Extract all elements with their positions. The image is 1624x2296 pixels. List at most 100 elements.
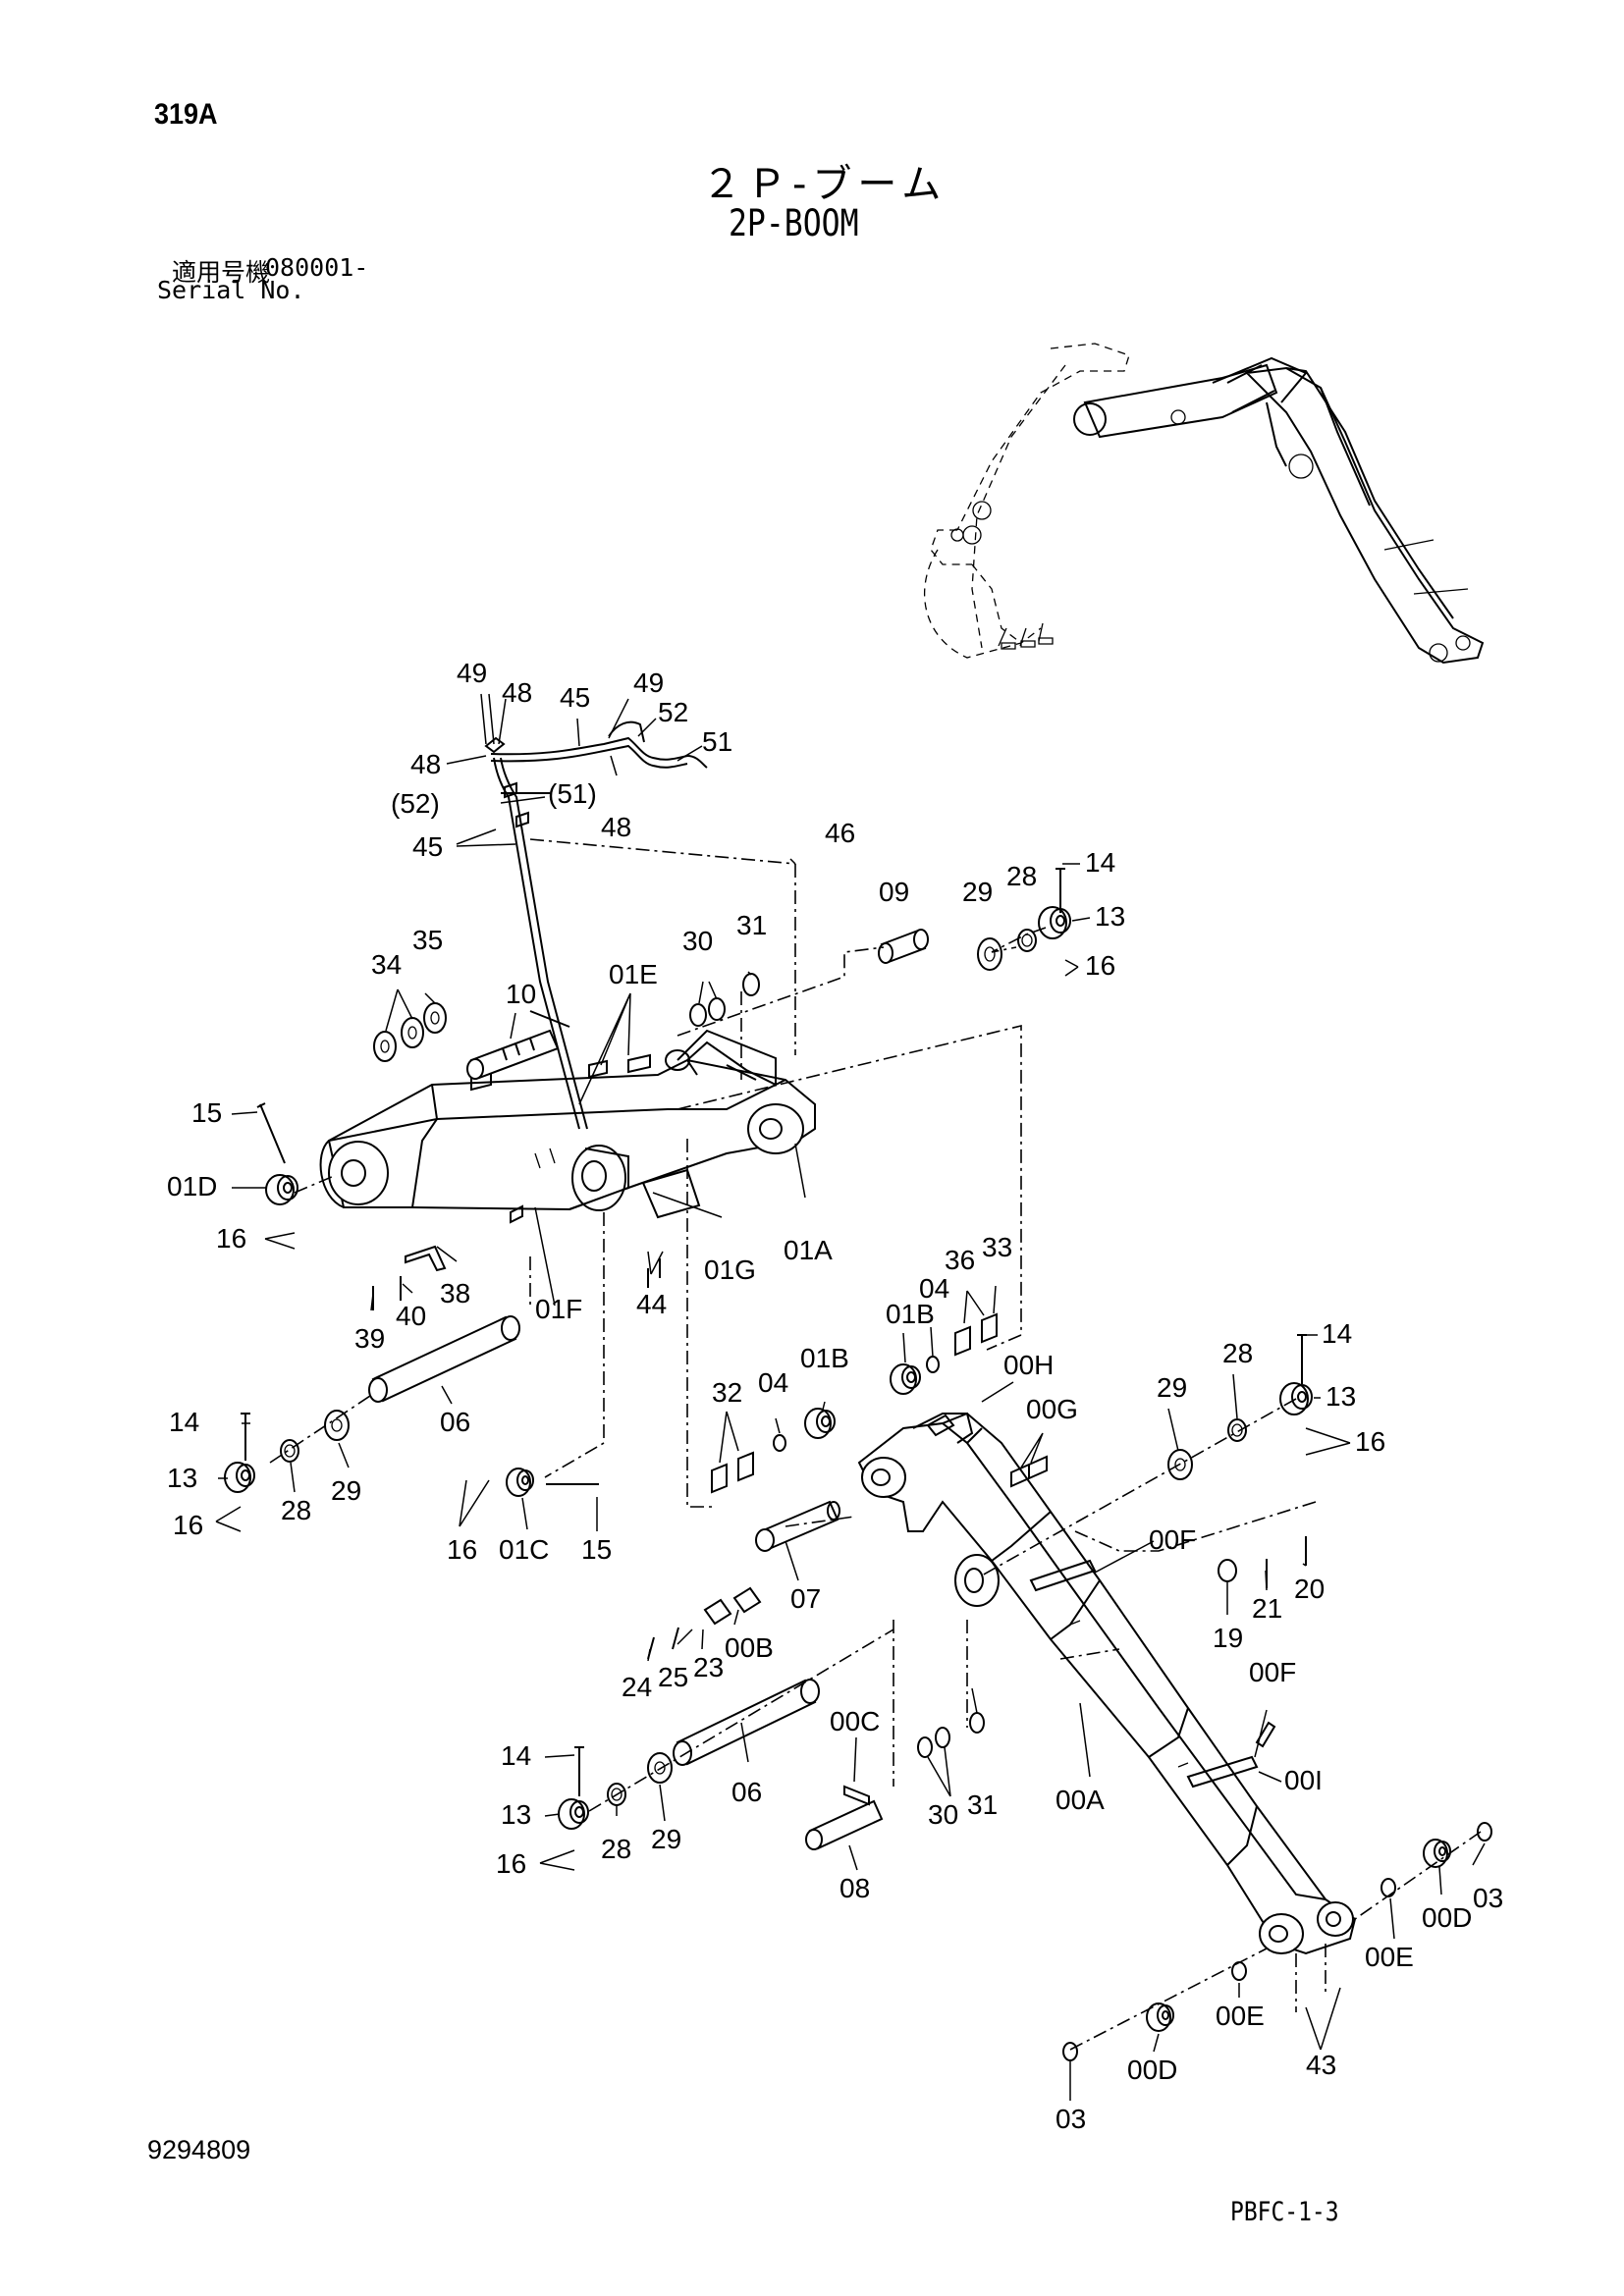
callout-label: 48 — [410, 749, 441, 779]
hydraulic-pipe-assembly — [484, 721, 708, 1130]
callout-label: 03 — [1056, 2104, 1086, 2134]
callout-label: 00E — [1216, 2001, 1265, 2031]
pin-07 — [755, 1500, 840, 1552]
callout-label: 10 — [506, 979, 536, 1009]
pin-10 — [466, 1010, 570, 1080]
callout-labels: 49 48 45 49 52 51 48 (52) (51) 48 45 46 … — [167, 658, 1503, 2134]
callout-label: 35 — [412, 925, 443, 955]
callout-label: 01B — [886, 1299, 935, 1329]
callout-label: 16 — [1355, 1426, 1385, 1457]
callout-label: 39 — [354, 1323, 385, 1354]
callout-label: 20 — [1294, 1574, 1325, 1604]
callout-label: 00F — [1249, 1657, 1296, 1687]
callout-label: 13 — [1326, 1381, 1356, 1412]
callout-label: 49 — [457, 658, 487, 688]
callout-label: 01A — [784, 1235, 833, 1265]
page-reference: PBFC-1-3 — [1230, 2197, 1339, 2227]
callout-label: 15 — [581, 1534, 612, 1565]
callout-label: 01B — [800, 1343, 849, 1373]
leader-lines — [215, 693, 1486, 2101]
pin-09 — [878, 929, 929, 964]
serial-label-english: Serial No. — [157, 276, 305, 304]
callout-label: (52) — [391, 788, 440, 819]
callout-label: 24 — [622, 1672, 652, 1702]
callout-label: 00G — [1026, 1394, 1078, 1424]
callout-label: (51) — [548, 778, 597, 809]
callout-label: 16 — [496, 1848, 526, 1879]
document-number: 9294809 — [147, 2135, 251, 2164]
callout-label: 01G — [704, 1255, 756, 1285]
callout-label: 29 — [962, 877, 993, 907]
callout-label: 07 — [790, 1583, 821, 1614]
callout-label: 06 — [440, 1407, 470, 1437]
callout-label: 31 — [967, 1789, 998, 1820]
callout-label: 25 — [658, 1662, 688, 1692]
assembly-center-lines — [269, 838, 1482, 2051]
callout-label: 13 — [501, 1799, 531, 1830]
callout-label: 40 — [396, 1301, 426, 1331]
callout-label: 21 — [1252, 1593, 1282, 1624]
callout-label: 14 — [169, 1407, 199, 1437]
callout-label: 14 — [501, 1740, 531, 1771]
callout-label: 52 — [658, 697, 688, 727]
callout-label: 13 — [1095, 901, 1125, 932]
callout-label: 00F — [1149, 1524, 1196, 1555]
callout-label: 04 — [758, 1367, 788, 1398]
callout-label: 43 — [1306, 2050, 1336, 2080]
lower-boom-00A — [857, 1412, 1357, 1955]
callout-label: 16 — [216, 1223, 246, 1254]
serial-label-japanese: 適用号機 — [172, 258, 271, 287]
callout-label: 29 — [651, 1824, 681, 1854]
callout-label: 30 — [928, 1799, 958, 1830]
callout-label: 34 — [371, 949, 402, 980]
callout-label: 04 — [919, 1273, 949, 1304]
callout-label: 09 — [879, 877, 909, 907]
callout-label: 46 — [825, 818, 855, 848]
callout-label: 28 — [601, 1834, 631, 1864]
callout-label: 29 — [1157, 1372, 1187, 1403]
callout-label: 30 — [682, 926, 713, 956]
callout-label: 15 — [191, 1097, 222, 1128]
callout-label: 45 — [412, 831, 443, 862]
callout-label: 01F — [535, 1294, 582, 1324]
callout-label: 03 — [1473, 1883, 1503, 1913]
callout-label: 01D — [167, 1171, 217, 1201]
callout-label: 13 — [167, 1463, 197, 1493]
callout-label: 14 — [1322, 1318, 1352, 1349]
callout-label: 48 — [601, 812, 631, 842]
callout-label: 33 — [982, 1232, 1012, 1262]
callout-label: 00I — [1284, 1765, 1323, 1795]
callout-label: 36 — [945, 1245, 975, 1275]
callout-label: 51 — [702, 726, 732, 757]
callout-label: 48 — [502, 677, 532, 708]
page-code: 319A — [154, 98, 218, 131]
upper-boom-01A — [319, 1029, 816, 1224]
callout-label: 08 — [839, 1873, 870, 1903]
callout-label: 00E — [1365, 1942, 1414, 1972]
serial-value: 080001- — [265, 253, 369, 282]
callout-label: 28 — [281, 1495, 311, 1525]
title-english: 2P-BOOM — [729, 202, 859, 244]
callout-label: 38 — [440, 1278, 470, 1308]
pin-08 — [805, 1785, 884, 1850]
callout-label: 16 — [447, 1534, 477, 1565]
pin-06-upper — [368, 1315, 520, 1403]
callout-label: 06 — [731, 1777, 762, 1807]
attachment-overview-illustration — [924, 343, 1485, 665]
pin-06-lower — [673, 1679, 820, 1766]
callout-label: 44 — [636, 1289, 667, 1319]
callout-label: 49 — [633, 667, 664, 698]
callout-label: 00D — [1127, 2055, 1177, 2085]
callout-label: 29 — [331, 1475, 361, 1506]
callout-label: 16 — [173, 1510, 203, 1540]
callout-label: 00A — [1056, 1785, 1105, 1815]
callout-label: 00H — [1003, 1350, 1054, 1380]
callout-label: 00D — [1422, 1902, 1472, 1933]
callout-label: 16 — [1085, 950, 1115, 981]
callout-label: 28 — [1222, 1338, 1253, 1368]
collars-and-bushings — [224, 906, 1451, 2032]
callout-label: 23 — [693, 1652, 724, 1682]
callout-label: 28 — [1006, 861, 1037, 891]
callout-label: 45 — [560, 682, 590, 713]
